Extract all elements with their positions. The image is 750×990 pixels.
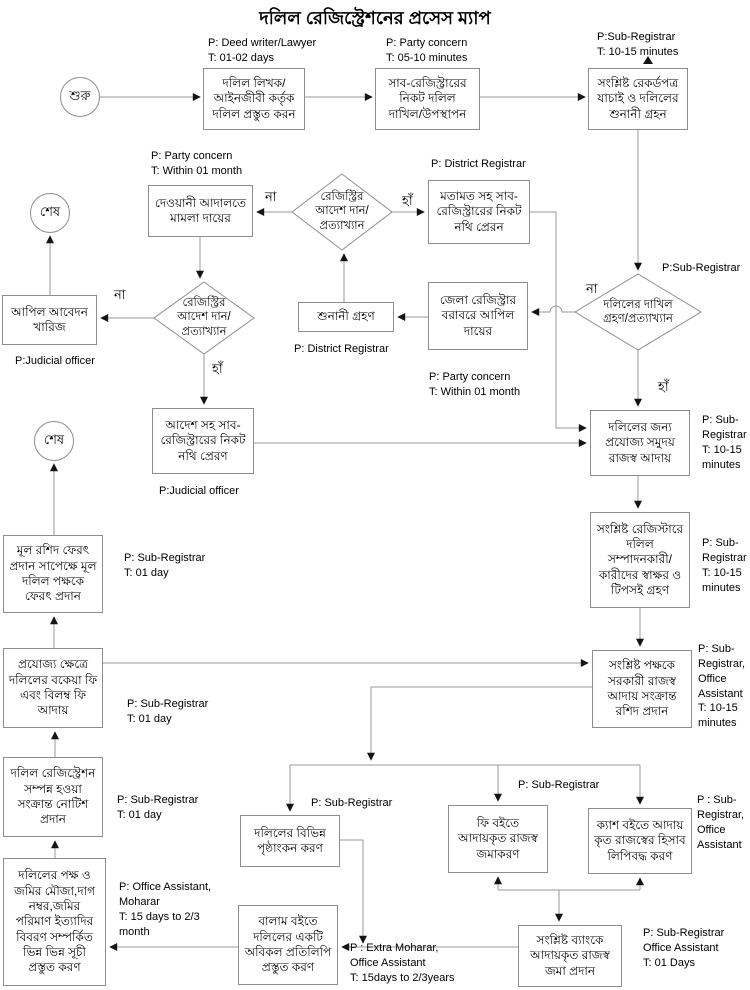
annotation-party-concern-left: P: Party concern T: Within 01 month	[151, 150, 243, 177]
end-terminator-appeal: শেষ	[30, 193, 70, 233]
annotation-subregistrar-01day-c: P: Sub-Registrar T: 01 day	[117, 794, 199, 821]
edge-acceptreject-no-to-appeal	[531, 305, 575, 316]
annotation-district-registrar-top: P: District Registrar	[431, 158, 526, 170]
node-appeal-dismissed: আপিল আবেদন খারিজ	[2, 295, 97, 345]
annotation-subregistrar-01day-a: P: Sub-Registrar T: 01 day	[124, 552, 206, 579]
branch-yes-acceptreject: হাঁ	[658, 379, 669, 394]
annotation-subregistrar-mid: P:Sub-Registrar	[662, 262, 741, 274]
node-send-with-order: আদেশ সহ সাব- রেজিস্ট্রারের নিকট নথি প্রে…	[152, 408, 254, 474]
node-collect-revenue: দলিলের জন্য প্রযোজ্য সমুদয় রাজস্ব আদায়	[590, 410, 690, 476]
page-title: দলিল রেজিস্ট্রেশনের প্রসেস ম্যাপ	[259, 8, 491, 28]
node-send-with-opinion: মতামত সহ সাব- রেজিস্ট্রারের নিকট নথি প্র…	[428, 180, 530, 244]
start-terminator: শুরু	[60, 77, 100, 117]
node-signatures: সংশ্লিষ্ট রেজিস্টারে দলিল সম্পাদনকারী/ ক…	[590, 512, 690, 608]
branch-no-order1: না	[265, 189, 277, 204]
node-overdue-fees: প্রযোজ্য ক্ষেত্রে দলিলের বকেয়া ফি এবং ব…	[3, 648, 103, 728]
node-submit-deed: সাব-রেজিস্ট্রারের নিকট দলিল দাখিল/উপস্থা…	[375, 68, 480, 130]
annotation-judicial-officer-2: P:Judicial officer	[159, 485, 239, 497]
annotation-party-concern-top: P: Party concern T: 05-10 minutes	[386, 37, 468, 64]
annotation-district-registrar-low: P: District Registrar	[294, 343, 389, 355]
annotation-subregistrar-1015-a: P: Sub- Registrar T: 10-15 minutes	[702, 414, 747, 471]
annotation-subregistrar-1015-b: P: Sub- Registrar T: 10-15 minutes	[702, 537, 747, 594]
node-fee-book: ফি বইতে আদায়কৃত রাজস্ব জমাকরণ	[448, 805, 548, 873]
annotation-extra-moharar: P : Extra Moharar, Office Assistant T: 1…	[350, 942, 455, 984]
node-cash-book: ক্যাশ বইতে আদায় কৃত রাজস্বের হিসাব লিপি…	[588, 808, 692, 874]
end-terminator-return: শেষ	[34, 421, 74, 461]
node-hearing: শুনানী গ্রহণ	[298, 302, 394, 332]
edge-opinion-to-revenue	[530, 211, 587, 432]
branch-yes-order1: হাঁ	[402, 193, 413, 208]
node-return-deed: মূল রশিদ ফেরৎ প্রদান সাপেক্ষে মূল দলিল প…	[3, 535, 103, 613]
decision-registry-order-1-label: রেজিস্ট্রির আদেশ দান/ প্রত্যাখ্যান	[315, 191, 369, 232]
node-verify-records: সংশ্লিষ্ট রেকর্ডপত্র যাচাই ও দলিলের শুনা…	[588, 68, 688, 130]
branch-no-order2: না	[114, 287, 126, 302]
annotation-subregistrar-top: P:Sub-Registrar T: 10-15 minutes	[597, 31, 679, 58]
branch-yes-order2: হাঁ	[212, 361, 223, 376]
node-prepare-deed: দলিল লিখক/ আইনজীবী কর্তৃক দলিল প্রস্তুত …	[203, 68, 305, 130]
annotation-judicial-officer-1: P:Judicial officer	[15, 355, 95, 367]
node-give-receipt: সংশ্লিষ্ট পক্ষকে সরকারী রাজস্ব আদায় সংক…	[592, 650, 692, 728]
node-bank-deposit: সংশ্লিষ্ট ব্যাংকে আদায়কৃত রাজস্ব জমা প্…	[518, 925, 622, 987]
annotation-office-assistant-moharar: P: Office Assistant, Moharar T: 15 days …	[119, 881, 212, 938]
decision-registry-order-1-shape	[291, 173, 393, 251]
annotation-subregistrar-01day-b: P: Sub-Registrar T: 01 day	[127, 698, 209, 725]
node-civil-case: দেওয়ানী আদালতে মামলা দায়ের	[148, 185, 253, 237]
annotation-party-concern-mid: P: Party concern T: Within 01 month	[429, 371, 521, 398]
decision-registry-order-2-label: রেজিস্ট্রির আদেশ দান/ প্রত্যাখ্যান	[177, 297, 231, 338]
verify-top-arrowhead	[643, 56, 653, 64]
annotation-subreg-office-1015: P: Sub- Registrar, Office Assistant T: 1…	[698, 643, 746, 730]
node-balam-copy: বালাম বইতে দলিলের একটি অবিকল প্রতিলিপি প…	[238, 905, 338, 985]
edge-endorsement-to-balamline	[340, 839, 367, 944]
annotation-deed-writer: P: Deed writer/Lawyer T: 01-02 days	[208, 37, 317, 64]
branch-no-acceptreject: না	[586, 281, 598, 296]
edge-receipt-to-distribution	[367, 686, 592, 761]
annotation-subregistrar-feebook: P: Sub-Registrar	[518, 779, 600, 791]
node-endorsement: দলিলের বিভিন্ন পৃষ্ঠাংকন করণ	[240, 815, 340, 867]
annotation-subregistrar-endorse: P: Sub-Registrar	[311, 797, 393, 809]
annotation-subreg-office-bank: P: Sub-Registrar Office Assistant T: 01 …	[643, 927, 725, 969]
node-appeal-district: জেলা রেজিস্ট্রার বরাবরে আপিল দায়ের	[428, 282, 528, 350]
node-indexes: দলিলের পক্ষ ও জমির মৌজা,দাগ নম্বর,জমির প…	[3, 858, 106, 986]
annotation-subreg-office-cash: P : Sub- Registrar, Office Assistant	[697, 794, 745, 851]
node-completion-notice: দলিল রেজিস্ট্রেশন সম্পন্ন হওয়া সংক্রান্…	[3, 757, 103, 837]
decision-accept-reject-label: দলিলের দাখিল গ্রহণ/প্রত্যাখ্যান	[603, 299, 673, 326]
